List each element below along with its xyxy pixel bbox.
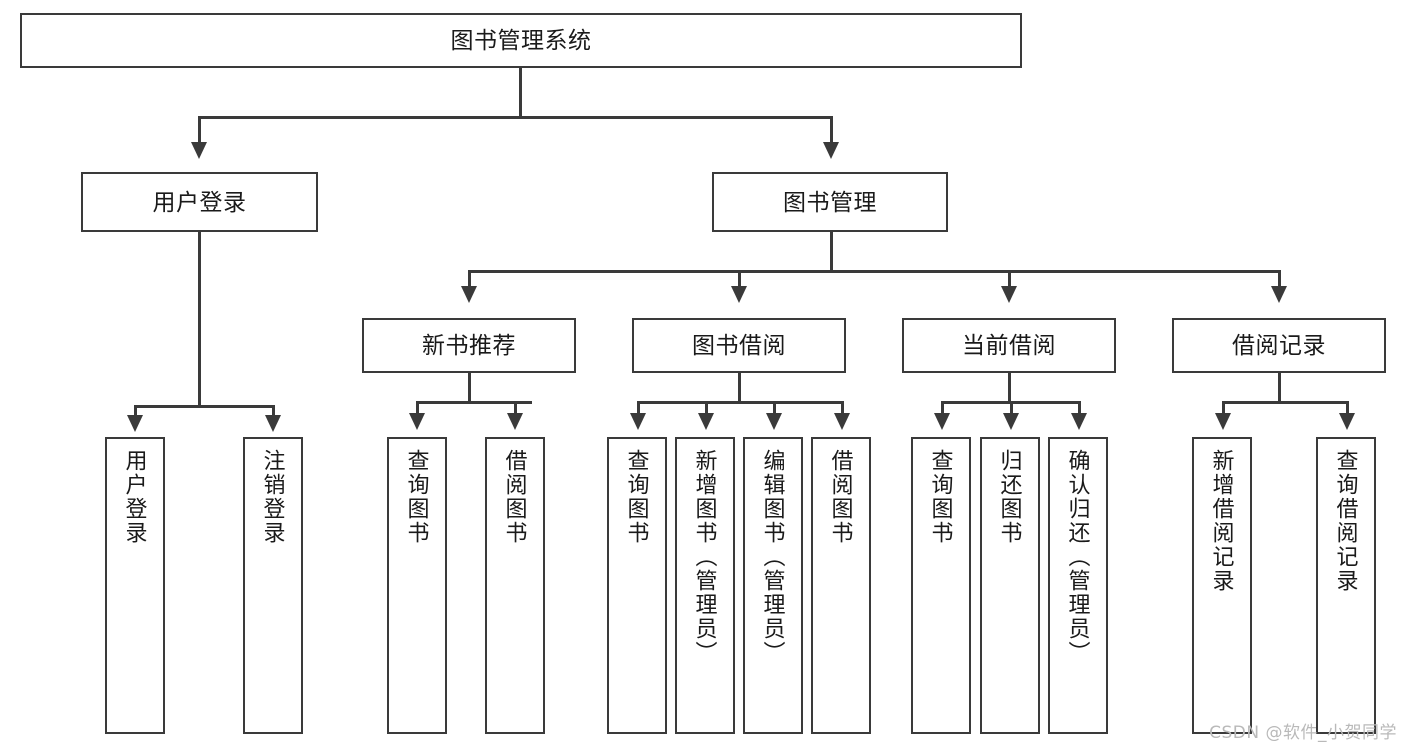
- node-label: 编辑图书（管理员）: [760, 449, 786, 665]
- node-label: 确认归还（管理员）: [1065, 449, 1091, 665]
- leaf-current-borrow-confirm-return[interactable]: 确认归还（管理员）: [1048, 437, 1108, 734]
- node-current-borrow[interactable]: 当前借阅: [902, 318, 1116, 373]
- arrowhead-bb-leaf-4: [834, 413, 850, 430]
- leaf-book-borrow-edit-book[interactable]: 编辑图书（管理员）: [743, 437, 803, 734]
- node-label: 查询图书: [928, 449, 954, 545]
- node-label: 归还图书: [997, 449, 1023, 545]
- arrowhead-br-leaf-2: [1339, 413, 1355, 430]
- arrowhead-cb-leaf-3: [1071, 413, 1087, 430]
- node-label: 新增图书（管理员）: [692, 449, 718, 665]
- leaf-current-borrow-return-book[interactable]: 归还图书: [980, 437, 1040, 734]
- leaf-borrow-record-add-record[interactable]: 新增借阅记录: [1192, 437, 1252, 734]
- edge-book-borrow-stem: [738, 373, 741, 403]
- node-label: 查询图书: [404, 449, 430, 545]
- node-label: 注销登录: [260, 449, 286, 545]
- edge-user-login-to-leaf-1: [134, 405, 137, 417]
- edge-book-borrow-bus: [637, 401, 843, 404]
- leaf-current-borrow-query-book[interactable]: 查询图书: [911, 437, 971, 734]
- arrowhead-bb-leaf-1: [630, 413, 646, 430]
- arrowhead-cb-leaf-1: [934, 413, 950, 430]
- edge-user-login-to-leaf-2: [272, 405, 275, 417]
- edge-to-new-book-recommend: [468, 270, 471, 288]
- arrowhead-bb-leaf-2: [698, 413, 714, 430]
- arrowhead-user-login-leaf-1: [127, 415, 143, 432]
- edge-to-book-borrow: [738, 270, 741, 288]
- node-label: 新增借阅记录: [1209, 449, 1235, 593]
- edge-user-login-stem: [198, 232, 201, 407]
- edge-root-stem: [519, 68, 522, 118]
- node-label: 当前借阅: [962, 332, 1056, 359]
- node-label: 借阅图书: [828, 449, 854, 545]
- node-root-system[interactable]: 图书管理系统: [20, 13, 1022, 68]
- node-label: 用户登录: [122, 449, 148, 545]
- node-user-login[interactable]: 用户登录: [81, 172, 318, 232]
- edge-root-bus: [198, 116, 832, 119]
- arrowhead-borrow-record: [1271, 286, 1287, 303]
- edge-bb-to-leaf-3: [773, 401, 776, 415]
- edge-nbr-to-leaf-1: [416, 401, 419, 415]
- edge-book-management-stem: [830, 232, 833, 272]
- edge-new-book-recommend-stem: [468, 373, 471, 403]
- arrowhead-new-book-recommend: [461, 286, 477, 303]
- leaf-user-login-logout[interactable]: 注销登录: [243, 437, 303, 734]
- edge-cb-to-leaf-3: [1078, 401, 1081, 415]
- edge-borrow-record-bus: [1222, 401, 1346, 404]
- csdn-watermark: CSDN @软件_小贺同学: [1209, 723, 1397, 743]
- arrowhead-user-login: [191, 142, 207, 159]
- leaf-book-borrow-add-book[interactable]: 新增图书（管理员）: [675, 437, 735, 734]
- leaf-book-borrow-query-book[interactable]: 查询图书: [607, 437, 667, 734]
- edge-bb-to-leaf-4: [841, 401, 844, 415]
- node-label: 图书管理系统: [450, 27, 592, 54]
- edge-bb-to-leaf-2: [705, 401, 708, 415]
- node-label: 借阅记录: [1232, 332, 1326, 359]
- edge-bb-to-leaf-1: [637, 401, 640, 415]
- node-book-borrow[interactable]: 图书借阅: [632, 318, 846, 373]
- edge-br-to-leaf-1: [1222, 401, 1225, 415]
- edge-root-to-book-manage: [830, 116, 833, 144]
- node-label: 查询图书: [624, 449, 650, 545]
- arrowhead-nbr-leaf-2: [507, 413, 523, 430]
- node-book-management[interactable]: 图书管理: [712, 172, 948, 232]
- arrowhead-cb-leaf-2: [1003, 413, 1019, 430]
- edge-current-borrow-stem: [1008, 373, 1011, 403]
- edge-new-book-recommend-bus: [416, 401, 532, 404]
- leaf-book-borrow-borrow-book[interactable]: 借阅图书: [811, 437, 871, 734]
- edge-cb-to-leaf-1: [941, 401, 944, 415]
- edge-nbr-to-leaf-2: [514, 401, 517, 415]
- arrowhead-book-borrow: [731, 286, 747, 303]
- edge-cb-to-leaf-2: [1010, 401, 1013, 415]
- arrowhead-bb-leaf-3: [766, 413, 782, 430]
- edge-user-login-bus: [134, 405, 273, 408]
- leaf-new-book-query-book[interactable]: 查询图书: [387, 437, 447, 734]
- leaf-borrow-record-query-record[interactable]: 查询借阅记录: [1316, 437, 1376, 734]
- edge-to-borrow-record: [1278, 270, 1281, 288]
- node-label: 用户登录: [152, 188, 247, 215]
- edge-level3-bus: [468, 270, 1280, 273]
- node-label: 借阅图书: [502, 449, 528, 545]
- node-new-book-recommend[interactable]: 新书推荐: [362, 318, 576, 373]
- arrowhead-book-manage: [823, 142, 839, 159]
- edge-to-current-borrow: [1008, 270, 1011, 288]
- arrowhead-nbr-leaf-1: [409, 413, 425, 430]
- node-label: 图书借阅: [692, 332, 786, 359]
- leaf-new-book-borrow-book[interactable]: 借阅图书: [485, 437, 545, 734]
- edge-br-to-leaf-2: [1346, 401, 1349, 415]
- node-label: 图书管理: [783, 188, 877, 215]
- node-borrow-record[interactable]: 借阅记录: [1172, 318, 1386, 373]
- arrowhead-br-leaf-1: [1215, 413, 1231, 430]
- leaf-user-login-login[interactable]: 用户登录: [105, 437, 165, 734]
- edge-borrow-record-stem: [1278, 373, 1281, 403]
- node-label: 新书推荐: [422, 332, 516, 359]
- node-label: 查询借阅记录: [1333, 449, 1359, 593]
- arrowhead-user-login-leaf-2: [265, 415, 281, 432]
- edge-root-to-user-login: [198, 116, 201, 144]
- arrowhead-current-borrow: [1001, 286, 1017, 303]
